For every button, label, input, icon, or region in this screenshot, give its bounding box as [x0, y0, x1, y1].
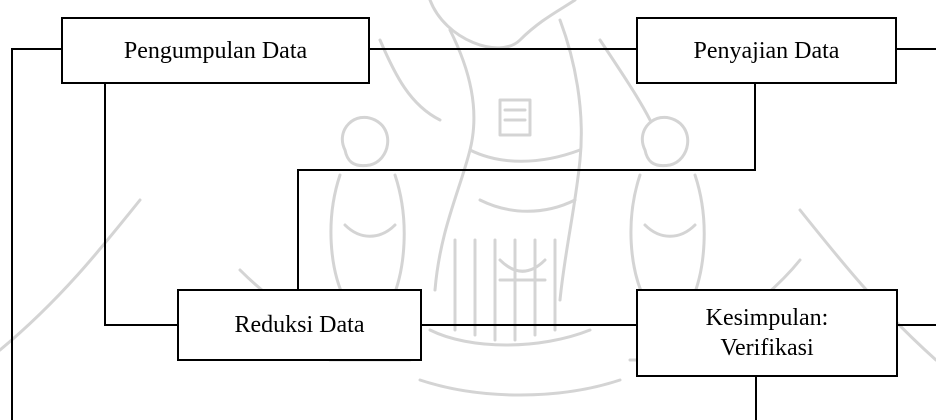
node-pengumpulan-label: Pengumpulan Data	[123, 37, 308, 64]
node-kesimpulan-verifikasi: Kesimpulan: Verifikasi	[636, 289, 898, 377]
node-reduksi-data: Reduksi Data	[177, 289, 422, 361]
node-reduksi-label: Reduksi Data	[234, 312, 365, 338]
node-kesimpulan-label-line1: Kesimpulan:	[705, 305, 829, 331]
node-penyajian-label: Penyajian Data	[693, 37, 840, 64]
node-kesimpulan-label-line2: Verifikasi	[720, 335, 814, 361]
edge-pengumpulan-loop-left	[11, 48, 61, 420]
node-penyajian-data: Penyajian Data	[636, 17, 897, 84]
edge-penyajian-reduksi	[297, 84, 756, 289]
edge-pengumpulan-reduksi	[104, 84, 177, 326]
node-pengumpulan-data: Pengumpulan Data	[61, 17, 370, 84]
